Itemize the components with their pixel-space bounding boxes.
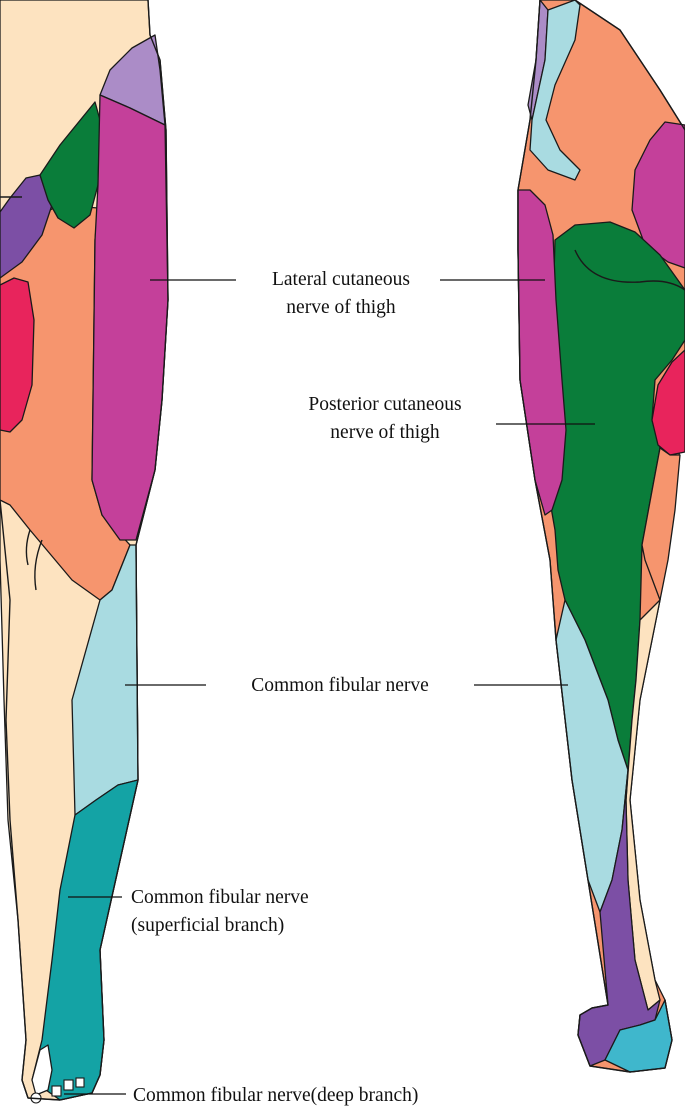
left-leg xyxy=(0,0,169,1104)
posterior-label-line1: Posterior cutaneous xyxy=(308,394,461,415)
right-obturator-region xyxy=(651,349,685,456)
left-lateral-cutaneous-region xyxy=(91,94,169,541)
left-obturator-region xyxy=(0,277,35,433)
right-leg-outer-edge xyxy=(574,0,685,131)
left-toe-3 xyxy=(63,1079,74,1091)
lateral-label-line2: nerve of thigh xyxy=(286,297,396,318)
posterior-label-line2: nerve of thigh xyxy=(330,422,440,443)
right-lower-salmon-region xyxy=(641,447,681,601)
labels: Lateral cutaneous nerve of thigh Posteri… xyxy=(64,269,595,1106)
right-upper-magenta-region xyxy=(631,121,685,269)
left-toe-4 xyxy=(75,1077,85,1088)
right-leg xyxy=(517,0,685,1073)
left-toe-2 xyxy=(51,1085,62,1097)
lateral-label-line1: Lateral cutaneous xyxy=(272,269,410,290)
superficial-label-line1: Common fibular nerve xyxy=(131,887,309,908)
left-knee-crease xyxy=(34,539,43,591)
right-upper-blue-region xyxy=(529,0,581,181)
superficial-label-line2: (superficial branch) xyxy=(131,915,284,936)
left-knee-crease-2 xyxy=(25,529,31,566)
right-gluteal-fold xyxy=(574,249,685,291)
left-leg-inner-outline xyxy=(0,499,29,1099)
fibular-label: Common fibular nerve xyxy=(251,675,429,696)
left-leg-outline xyxy=(27,0,169,1101)
deep-label: Common fibular nerve(deep branch) xyxy=(133,1085,418,1106)
left-green-region xyxy=(39,101,101,229)
right-leg-outline xyxy=(517,0,673,1073)
